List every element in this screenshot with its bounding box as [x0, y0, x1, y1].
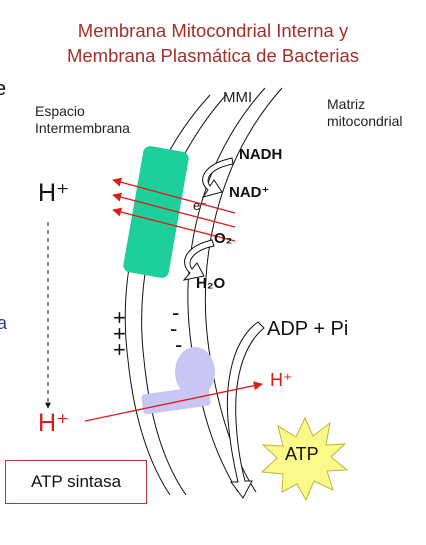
electron-transport-complex [123, 146, 189, 278]
oxygen-label: O₂ [214, 230, 233, 247]
minus-sign: - [175, 332, 183, 357]
diagram-title: Membrana Mitocondrial Interna y Membrana… [0, 18, 426, 68]
nad-plus-label: NAD⁺ [229, 184, 270, 201]
mmi-label: MMI [223, 89, 253, 106]
nadh-oxidation-arrow [201, 157, 234, 198]
mitochondrial-matrix-label: Matriz mitocondrial [327, 96, 402, 130]
left-edge-fragment-bottom: a [0, 313, 8, 333]
plus-sign: + [113, 321, 126, 346]
matrix-line-1: Matriz [327, 96, 366, 112]
atp-label: ATP [285, 444, 319, 464]
proton-bottom-label: H⁺ [38, 409, 70, 437]
proton-matrix-label: H⁺ [270, 370, 293, 390]
positive-charges: + + + [113, 305, 126, 362]
title-line-2: Membrana Plasmática de Bacterias [66, 45, 360, 66]
adp-to-atp-arrow [226, 321, 265, 499]
negative-charges: - - - [170, 300, 183, 357]
proton-pump-arrows [112, 177, 236, 242]
proton-top-label: H⁺ [38, 179, 70, 207]
atp-synthase-complex [141, 347, 215, 415]
left-edge-fragment-top: e [0, 78, 7, 100]
minus-sign: - [170, 316, 178, 341]
electron-label: e⁻ [193, 198, 208, 213]
intermembrane-space-label: Espacio Intermembrana [35, 103, 130, 137]
title-line-1: Membrana Mitocondrial Interna y [77, 20, 349, 41]
atp-star-burst [260, 416, 349, 502]
intermembrane-space-line-1: Espacio [35, 103, 85, 119]
oxygen-reduction-arrow [182, 239, 215, 281]
adp-pi-label: ADP + Pi [267, 318, 349, 340]
atp-synthase-callout: ATP sintasa [5, 460, 147, 504]
synthase-proton-flow [84, 381, 263, 422]
plus-sign: + [113, 305, 126, 330]
intermembrane-space-line-2: Intermembrana [35, 120, 130, 136]
nadh-label: NADH [239, 146, 283, 163]
plus-sign: + [113, 337, 126, 362]
matrix-line-2: mitocondrial [327, 113, 403, 129]
water-label: H₂O [196, 275, 226, 292]
minus-sign: - [172, 300, 180, 325]
